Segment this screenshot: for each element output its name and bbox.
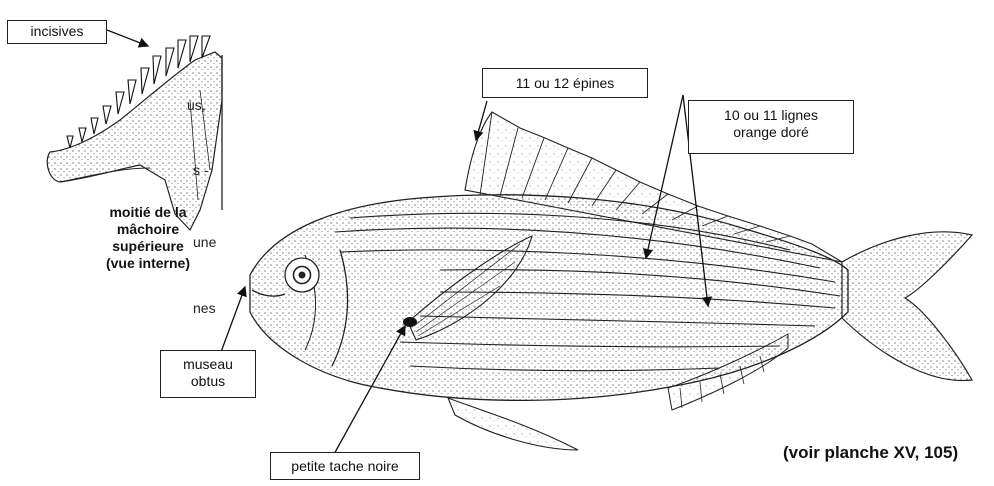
plate-reference: (voir planche XV, 105): [783, 443, 958, 463]
left-text-fragment: us,: [187, 97, 206, 113]
snout-label-line: obtus: [167, 373, 249, 390]
jaw-caption-line: moitié de la: [78, 204, 218, 221]
black-spot: [403, 317, 417, 327]
lines-label: 10 ou 11 lignes orange doré: [688, 100, 854, 154]
spot-label: petite tache noire: [270, 452, 420, 480]
jaw-caption-line: mâchoire: [78, 221, 218, 238]
lines-label-line: 10 ou 11 lignes: [695, 107, 847, 124]
left-text-fragment: s -: [193, 162, 209, 178]
incisives-label: incisives: [7, 20, 107, 44]
snout-label: museau obtus: [160, 350, 256, 398]
lines-label-line: orange doré: [695, 124, 847, 141]
left-text-fragment: nes: [193, 300, 216, 316]
jaw-drawing: [47, 36, 222, 230]
fish-drawing: [250, 112, 972, 450]
jaw-caption-line: (vue interne): [78, 255, 218, 272]
jaw-caption: moitié de la mâchoire supérieure (vue in…: [78, 204, 218, 272]
spines-label: 11 ou 12 épines: [482, 68, 648, 98]
snout-label-line: museau: [167, 356, 249, 373]
jaw-caption-line: supérieure: [78, 238, 218, 255]
